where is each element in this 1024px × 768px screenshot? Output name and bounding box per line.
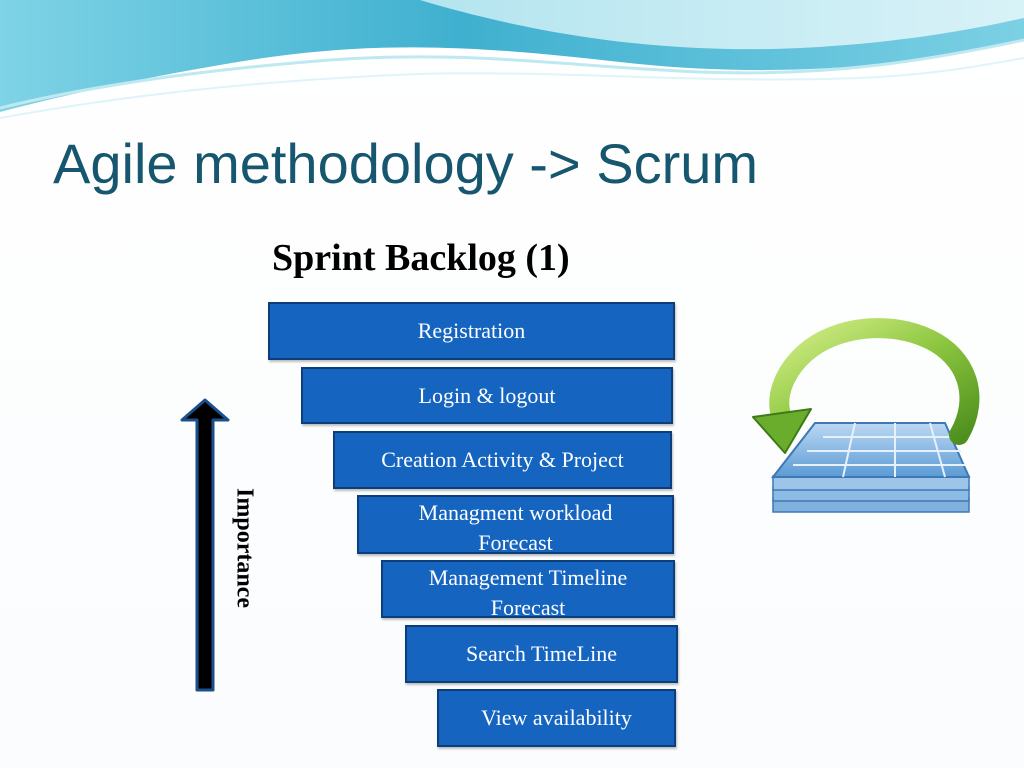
backlog-item-label: Registration (417, 318, 526, 343)
backlog-item-label: Management Timeline Forecast (428, 565, 628, 620)
header-wave-decoration (0, 0, 1024, 119)
backlog-item-view-availability: View availability (437, 689, 676, 747)
sprint-cycle-icon (752, 318, 980, 513)
up-arrow-icon (180, 398, 230, 692)
backlog-item-management-timeline-forecast: Management Timeline Forecast (381, 560, 675, 620)
backlog-item-registration: Registration (268, 302, 675, 360)
slide-subtitle: Sprint Backlog (1) (272, 237, 570, 279)
backlog-item-label: View availability (481, 705, 632, 730)
backlog-item-login-logout: Login & logout (301, 367, 673, 424)
backlog-item-label: Managment workload Forecast (418, 500, 613, 555)
backlog-item-creation-activity-project: Creation Activity & Project (333, 431, 672, 489)
importance-label-text: Importance (231, 488, 258, 608)
backlog-item-search-timeline: Search TimeLine (405, 625, 678, 683)
backlog-item-label: Creation Activity & Project (381, 447, 624, 472)
backlog-item-managment-workload-forecast: Managment workload Forecast (357, 495, 674, 555)
backlog-item-label: Search TimeLine (466, 641, 617, 666)
backlog-item-label: Login & logout (418, 383, 556, 408)
slide-title: Agile methodology -> Scrum (53, 132, 759, 195)
